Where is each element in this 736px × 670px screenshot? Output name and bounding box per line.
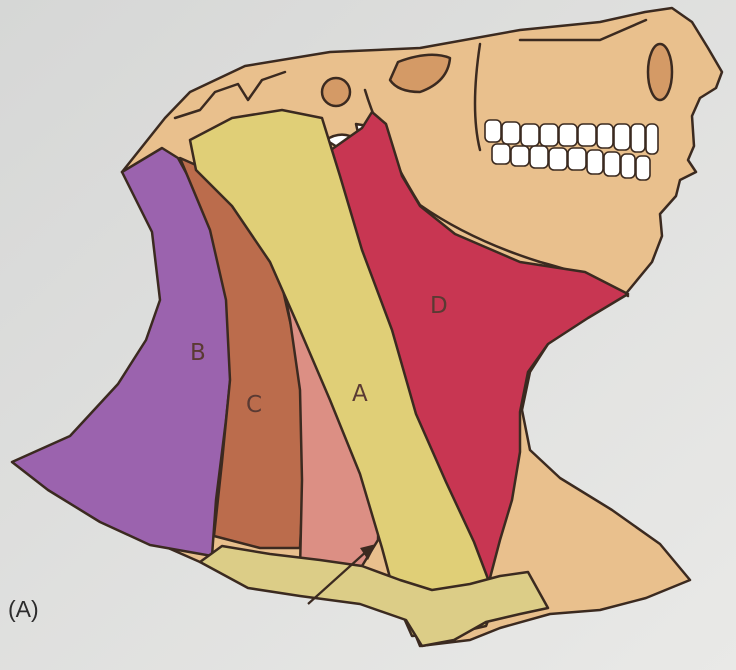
label-a: A [352, 381, 368, 407]
figure-caption: (A) [8, 596, 39, 623]
label-b: B [190, 340, 206, 366]
orbit [648, 44, 672, 100]
label-d: D [430, 293, 448, 319]
ear-canal [322, 78, 350, 106]
label-c: C [246, 392, 262, 418]
